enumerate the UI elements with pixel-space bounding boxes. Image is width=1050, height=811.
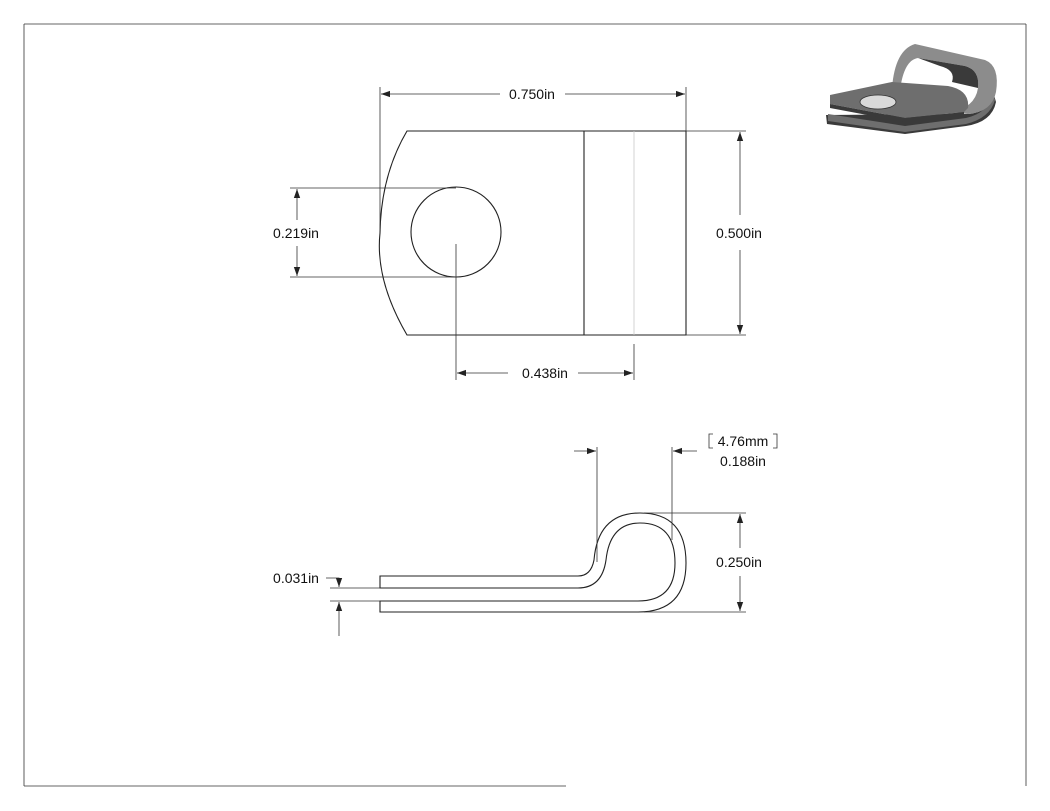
side-view [379, 512, 687, 613]
iso-bottom-flange-face [828, 94, 995, 132]
sheet-border [23, 23, 1027, 787]
dimension-loop-inner: 4.76mm 0.188in [574, 433, 778, 562]
dimension-overall-height: 0.500in [686, 130, 762, 336]
top-view [378, 130, 687, 336]
dim-label-thickness: 0.031in [273, 570, 319, 586]
iso-loop-inner [918, 58, 979, 88]
iso-loop [892, 44, 997, 114]
dim-label-hole-to-loop: 0.438in [522, 365, 568, 381]
iso-top-flange-edge [830, 104, 964, 122]
clip-outline-top [378, 130, 687, 336]
dim-label-overall-height: 0.500in [716, 225, 762, 241]
dimension-material-thickness: 0.031in [273, 570, 380, 636]
dim-label-loop-height: 0.250in [716, 554, 762, 570]
dim-label-loop-metric: 4.76mm [718, 433, 769, 449]
clip-profile-side [379, 512, 687, 613]
dimension-hole-to-loop: 0.438in [455, 244, 635, 381]
iso-mounting-hole [859, 94, 897, 110]
dim-label-loop-imperial: 0.188in [720, 453, 766, 469]
iso-top-flange [830, 82, 969, 118]
dimension-hole-diameter: 0.219in [273, 187, 456, 278]
metric-bracket [708, 433, 778, 449]
dimension-overall-width: 0.750in [379, 86, 687, 230]
dim-label-overall-width: 0.750in [509, 86, 555, 102]
isometric-view [826, 44, 997, 134]
dimension-loop-height: 0.250in [644, 512, 762, 613]
dim-label-hole-diameter: 0.219in [273, 225, 319, 241]
